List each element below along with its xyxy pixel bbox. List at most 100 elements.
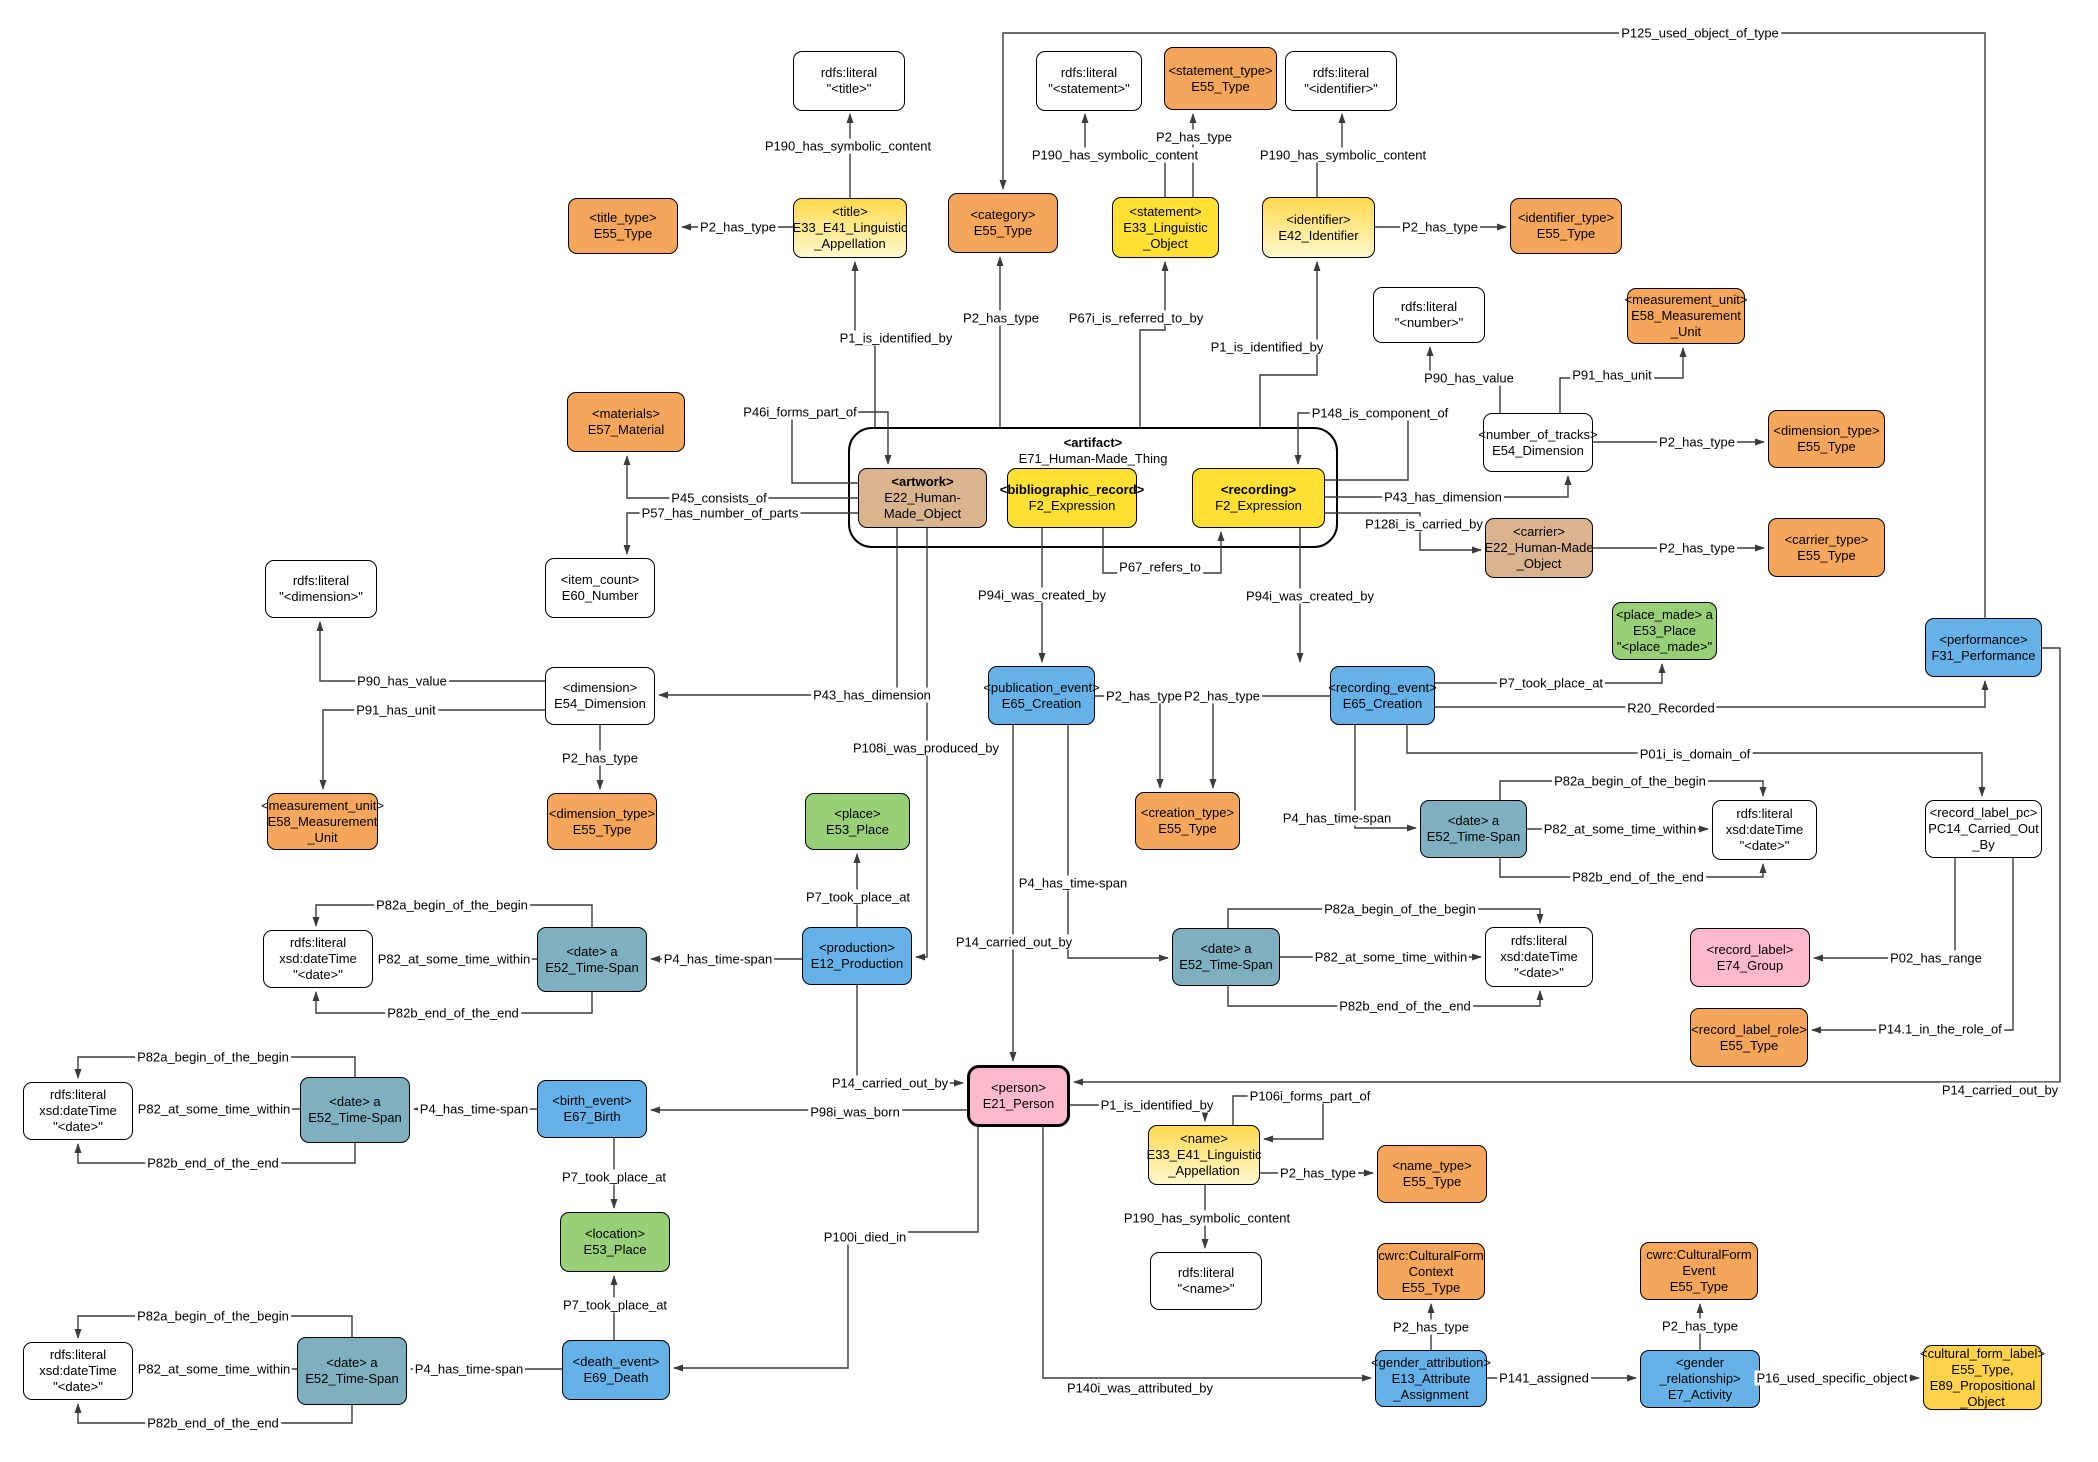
node-literal-statement: rdfs:literal"<statement>" xyxy=(1036,51,1142,111)
edge-p43-has-dimension xyxy=(658,528,898,699)
node-record-label-role: <record_label_role>E55_Type xyxy=(1690,1008,1808,1067)
node-dimension-type-left-label: E55_Type xyxy=(572,821,632,837)
node-bibliographic-record-label: <bibliographic_record> xyxy=(999,482,1145,497)
node-name-type-label: E55_Type xyxy=(1402,1174,1462,1189)
edge-label-p2-has-type: P2_has_type xyxy=(1391,1319,1471,1335)
node-literal-name-label: "<name>" xyxy=(1177,1281,1235,1296)
edge-label-p82-at-some-time-within: P82_at_some_time_within xyxy=(135,1361,293,1377)
node-recording: <recording>F2_Expression xyxy=(1192,468,1325,528)
edge-label-p1-is-identified-by: P1_is_identified_by xyxy=(1098,1097,1216,1113)
edge-p125-used-object-of-type xyxy=(999,32,1986,618)
edge-label-p91-has-unit: P91_has_unit xyxy=(1570,367,1654,383)
node-production: <production>E12_Production xyxy=(802,927,912,985)
edge-label-p2-has-type: P2_has_type xyxy=(1660,1318,1740,1334)
node-carrier-label: <carrier> xyxy=(1512,524,1566,539)
edge-label-p7-took-place-at: P7_took_place_at xyxy=(559,1169,669,1185)
node-creation-type-label: E55_Type xyxy=(1158,821,1217,836)
node-literal-number: rdfs:literal"<number>" xyxy=(1373,287,1485,343)
edge-label-p2-has-type: P2_has_type xyxy=(961,310,1041,326)
node-birth-event-label: E67_Birth xyxy=(563,1109,621,1124)
node-death-event: <death_event>E69_Death xyxy=(562,1340,670,1400)
edge-label-p14-carried-out-by: P14_carried_out_by xyxy=(829,1075,951,1091)
edge-p02-has-range xyxy=(1813,858,1956,962)
node-dimension-type-left-label: <dimension_type> xyxy=(548,805,656,821)
node-literal-dimension-label: "<dimension>" xyxy=(279,589,363,604)
node-birth-event-label: <birth_event> xyxy=(552,1093,632,1108)
edge-label-p94i-was-created-by: P94i_was_created_by xyxy=(1244,588,1376,604)
edge-label-p4-has-time-span: P4_has_time-span xyxy=(412,1361,526,1377)
node-literal-statement-label: rdfs:literal xyxy=(1060,65,1118,80)
node-place-label: <place> xyxy=(834,805,881,821)
node-title-type: <title_type>E55_Type xyxy=(568,198,678,254)
node-number-of-tracks: <number_of_tracks>E54_Dimension xyxy=(1478,413,1598,472)
node-dimension-label: <dimension> xyxy=(562,680,638,695)
node-carrier-type-label: E55_Type xyxy=(1797,547,1856,563)
node-creation-type: <creation_type>E55_Type xyxy=(1135,792,1240,850)
node-location-label: <location> xyxy=(585,1226,645,1241)
node-artwork-label: Made_Object xyxy=(883,506,962,521)
node-statement-label: <statement> xyxy=(1129,203,1202,219)
node-record-label-role-label: <record_label_role> xyxy=(1691,1021,1807,1037)
node-artwork-label: E22_Human- xyxy=(884,490,961,505)
edge-label-p67i-is-referred-to-by: P67i_is_referred_to_by xyxy=(1066,310,1206,326)
node-identifier-type: <identifier_type>E55_Type xyxy=(1510,198,1622,254)
node-date-publication-label: E52_Time-Span xyxy=(1179,957,1273,972)
node-measurement-unit-top-label: _Unit xyxy=(1670,324,1702,339)
node-recording-event: <recording_event>E65_Creation xyxy=(1328,666,1437,725)
node-cwrc-cultural-form-context-label: E55_Type xyxy=(1401,1279,1461,1295)
node-statement-type-label: <statement_type> xyxy=(1168,62,1273,78)
node-literal-date-production-label: "<date>" xyxy=(293,967,343,982)
edge-p128i-is-carried-by xyxy=(1325,512,1482,554)
node-cwrc-cultural-form-event-label: Event xyxy=(1682,1263,1716,1278)
node-identifier: <identifier>E42_Identifier xyxy=(1262,197,1375,258)
node-literal-date-publication-label: rdfs:literal xyxy=(1510,933,1568,948)
node-place-made-label: E53_Place xyxy=(1633,623,1696,638)
node-performance-label: <performance> xyxy=(1939,631,2028,647)
node-cwrc-cultural-form-context-label: cwrc:CulturalForm xyxy=(1378,1247,1484,1263)
node-literal-dimension-label: rdfs:literal xyxy=(292,573,350,588)
node-literal-date-publication-label: "<date>" xyxy=(1514,965,1564,980)
node-date-publication-label: <date> a xyxy=(1200,941,1252,956)
node-literal-date-production-label: rdfs:literal xyxy=(289,935,347,950)
node-dimension-type-right: <dimension_type>E55_Type xyxy=(1768,410,1885,468)
node-title-type-label: E55_Type xyxy=(593,226,653,241)
node-production-label: E12_Production xyxy=(810,956,904,971)
edge-label-p140i-was-attributed-by: P140i_was_attributed_by xyxy=(1065,1380,1215,1396)
node-name-type-label: <name_type> xyxy=(1392,1158,1472,1173)
edge-label-p141-assigned: P141_assigned xyxy=(1497,1370,1591,1386)
node-literal-title-label: "<title>" xyxy=(826,81,872,96)
node-literal-date-death-label: "<date>" xyxy=(53,1379,103,1394)
node-person: <person>E21_Person xyxy=(967,1065,1070,1127)
edge-label-p190-has-symbolic-content: P190_has_symbolic_content xyxy=(1121,1210,1293,1226)
node-dimension-type-right-label: <dimension_type> xyxy=(1773,423,1880,438)
edge-label-p67-refers-to: P67_refers_to xyxy=(1117,559,1203,575)
node-dimension-label: E54_Dimension xyxy=(554,696,646,711)
node-measurement-unit-top-label: <measurement_unit> xyxy=(1624,292,1748,307)
node-title-label: _Appellation xyxy=(814,236,886,251)
node-number-of-tracks-label: <number_of_tracks> xyxy=(1478,426,1598,442)
node-gender-relationship-label: <gender xyxy=(1675,1355,1725,1370)
node-record-label: <record_label>E74_Group xyxy=(1690,928,1810,987)
node-carrier-label: E22_Human-Made xyxy=(1484,540,1594,555)
node-record-label-role-label: E55_Type xyxy=(1719,1037,1779,1053)
node-date-birth-label: E52_Time-Span xyxy=(308,1110,402,1125)
edge-label-p2-has-type: P2_has_type xyxy=(698,219,778,235)
edge-label-p4-has-time-span: P4_has_time-span xyxy=(661,951,775,967)
edge-label-p2-has-type: P2_has_type xyxy=(1400,219,1480,235)
edge-label-p90-has-value: P90_has_value xyxy=(1422,370,1516,386)
edge-p14-1-in-the-role-of xyxy=(1811,858,2014,1034)
node-performance: <performance>F31_Performance xyxy=(1925,618,2042,677)
node-identifier-label: <identifier> xyxy=(1286,211,1351,227)
edge-label-p14-1-in-the-role-of: P14.1_in_the_role_of xyxy=(1876,1021,2004,1037)
node-materials-label: E57_Material xyxy=(587,422,665,437)
node-name-label: E33_E41_Linguistic xyxy=(1146,1147,1262,1162)
edge-label-p90-has-value: P90_has_value xyxy=(355,673,449,689)
node-death-event-label: <death_event> xyxy=(572,1354,660,1369)
node-materials-label: <materials> xyxy=(592,406,660,421)
